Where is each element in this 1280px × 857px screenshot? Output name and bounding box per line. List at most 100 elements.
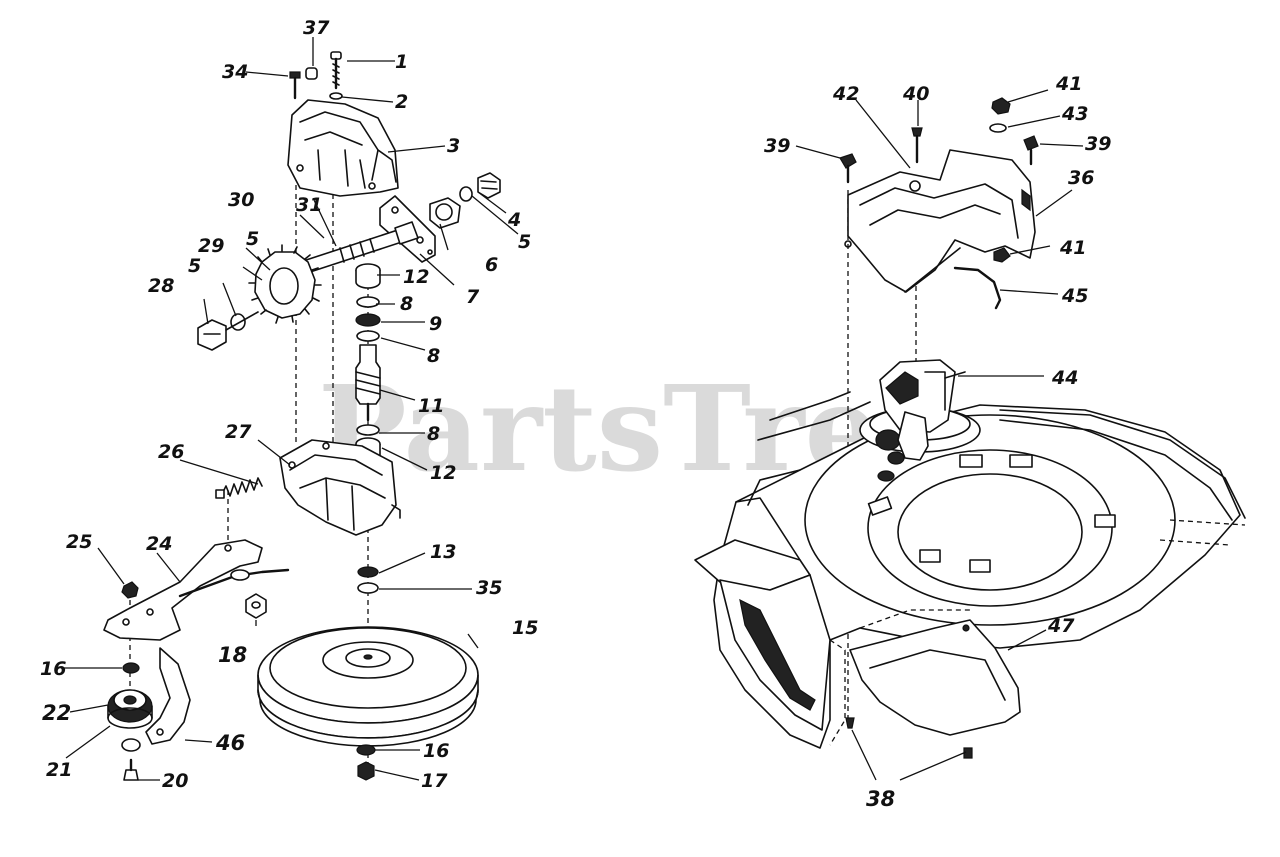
- label-38: 38: [866, 787, 895, 811]
- part-21-spacer: [121, 738, 141, 752]
- part-11-worm-gear: [355, 344, 381, 422]
- part-46-bracket: [145, 647, 191, 745]
- label-43: 43: [1061, 103, 1088, 125]
- part-8-washer-c: [356, 424, 380, 436]
- label-27: 27: [225, 421, 252, 443]
- label-5-right: 5: [518, 231, 531, 253]
- part-29-gear: [248, 244, 322, 324]
- label-45: 45: [1061, 285, 1088, 307]
- part-2-washer: [329, 92, 343, 100]
- label-2: 2: [395, 91, 408, 113]
- part-5-ring-left: [230, 313, 246, 331]
- label-9: 9: [429, 313, 442, 335]
- part-41-nut-mid: [993, 247, 1011, 263]
- label-18: 18: [218, 643, 247, 667]
- part-38-screw-left: [845, 717, 855, 729]
- label-41-top: 41: [1055, 73, 1082, 95]
- part-36-belt-cover: [844, 149, 1036, 293]
- label-4: 4: [507, 209, 521, 231]
- label-39-right: 39: [1085, 133, 1111, 155]
- label-25: 25: [66, 531, 92, 553]
- part-45-rod: [953, 266, 1002, 310]
- label-41-mid: 41: [1059, 237, 1086, 259]
- label-12-top: 12: [403, 266, 429, 288]
- part-35-washer: [357, 582, 379, 594]
- part-39-bolt-left: [839, 153, 857, 184]
- part-34-bolt: [289, 71, 301, 100]
- part-1-bolt: [330, 51, 342, 90]
- label-24: 24: [146, 533, 172, 555]
- part-4-pinion: [477, 172, 501, 199]
- part-16-washer-left: [122, 662, 140, 674]
- label-34: 34: [222, 61, 248, 83]
- part-22-idler-pulley: [107, 689, 153, 729]
- part-13-washer: [357, 566, 379, 578]
- label-26: 26: [158, 441, 184, 463]
- part-5-snap-ring: [459, 186, 473, 202]
- watermark: PartsTre: [318, 359, 880, 498]
- label-16-bottom: 16: [423, 740, 449, 762]
- part-9-thrust-bearing: [355, 313, 381, 327]
- label-6: 6: [485, 254, 498, 276]
- label-13: 13: [430, 541, 456, 563]
- label-31: 31: [296, 194, 322, 216]
- label-47: 47: [1047, 615, 1075, 637]
- label-20: 20: [162, 770, 188, 792]
- part-40-bolt: [911, 127, 923, 164]
- part-15-drive-pulley: [257, 626, 479, 747]
- label-40: 40: [902, 83, 929, 105]
- part-38-screw-right: [963, 747, 973, 759]
- part-25-nut: [121, 581, 139, 599]
- part-18-nut: [245, 593, 267, 619]
- label-8-a: 8: [400, 293, 413, 315]
- label-35: 35: [476, 577, 502, 599]
- part-17-nut: [357, 761, 375, 781]
- label-21: 21: [46, 759, 72, 781]
- label-42: 42: [832, 83, 859, 105]
- label-28: 28: [148, 275, 174, 297]
- label-30: 30: [228, 189, 254, 211]
- label-11: 11: [418, 395, 444, 417]
- part-47-chute-deflector: [849, 619, 1021, 736]
- label-8-b: 8: [427, 345, 440, 367]
- label-44: 44: [1051, 367, 1078, 389]
- label-29: 29: [198, 235, 224, 257]
- label-1: 1: [395, 51, 408, 73]
- part-43-washer: [989, 123, 1007, 133]
- label-8-c: 8: [427, 423, 440, 445]
- label-46: 46: [215, 731, 245, 755]
- right-deck-assembly: [694, 89, 1246, 781]
- label-17: 17: [421, 770, 448, 792]
- part-number-labels: 37 34 1 2 3 4 5 30 31 29 5 28 5 6 7 12 8…: [40, 17, 1111, 811]
- label-16-left: 16: [40, 658, 66, 680]
- label-3: 3: [447, 135, 460, 157]
- part-26-spring: [215, 477, 263, 499]
- part-24-idler-bracket: [103, 539, 290, 641]
- label-39-left: 39: [764, 135, 790, 157]
- part-41-nut-top: [991, 97, 1011, 115]
- part-30-worm-shaft: [299, 221, 419, 275]
- part-20-bolt: [123, 758, 139, 781]
- label-12-bottom: 12: [430, 462, 456, 484]
- label-5-top: 5: [246, 228, 259, 250]
- left-exploded-assembly: [62, 37, 519, 781]
- label-7: 7: [466, 286, 480, 308]
- part-3-gear-housing-cover: [287, 99, 399, 197]
- label-15: 15: [512, 617, 538, 639]
- label-5-left: 5: [188, 255, 201, 277]
- mower-deck: [694, 391, 1246, 749]
- label-37: 37: [303, 17, 330, 39]
- part-28-end-cap: [197, 319, 227, 351]
- part-12-bearing-top: [355, 263, 381, 289]
- part-27-gear-housing-base: [279, 439, 401, 536]
- label-36: 36: [1068, 167, 1094, 189]
- label-22: 22: [42, 701, 71, 725]
- part-8-washer-a: [356, 296, 380, 308]
- part-16-washer-bottom: [356, 744, 376, 756]
- part-44-spindle-pulley: [859, 359, 981, 482]
- part-37-cap: [305, 67, 318, 80]
- part-39-bolt-right: [1023, 135, 1039, 166]
- part-8-washer-b: [356, 330, 380, 342]
- part-6-bushing: [429, 197, 461, 229]
